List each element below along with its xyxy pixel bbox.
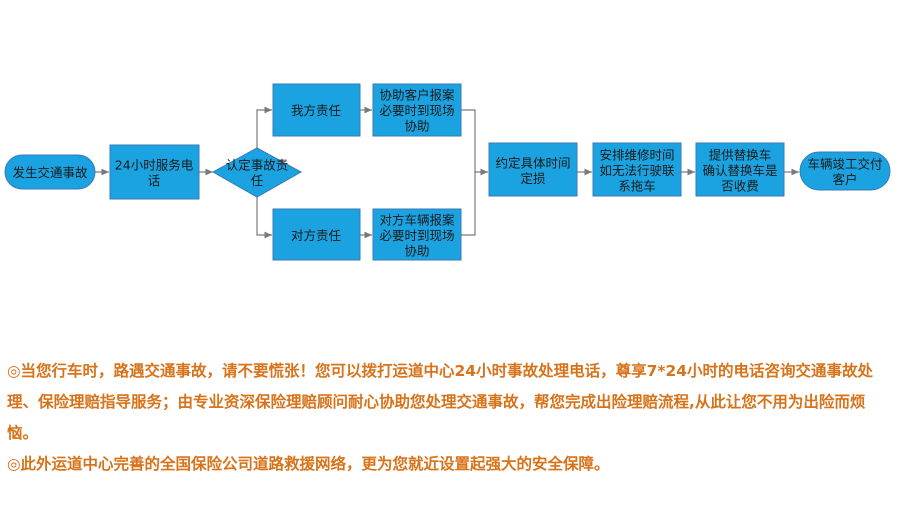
node-label-line: 对方责任 <box>291 228 341 243</box>
connector-report-schedule <box>461 172 476 236</box>
node-label-line: 协助 <box>404 118 429 133</box>
node-label-line: 话 <box>148 172 161 187</box>
node-label-line: 如无法行驶联 <box>599 163 675 178</box>
node-label-line: 24小时服务电 <box>115 157 194 172</box>
node-label-line: 对方车辆报案 <box>379 212 455 227</box>
node-label-line: 系拖车 <box>618 178 656 193</box>
node-assist-report-label: 协助客户报案必要时到现场协助 <box>379 87 455 133</box>
node-label-line: 必要时到现场 <box>379 228 454 243</box>
node-label-line: 提供替换车 <box>709 147 772 162</box>
node-our-fault-label: 我方责任 <box>291 103 341 118</box>
node-label-line: 确认替换车是 <box>702 163 778 178</box>
node-repair-label: 安排维修时间如无法行驶联系拖车 <box>599 147 675 193</box>
node-label-line: 约定具体时间 <box>495 155 570 170</box>
node-schedule-label: 约定具体时间定损 <box>495 155 570 186</box>
node-other-fault-label: 对方责任 <box>291 228 341 243</box>
node-label-line: 车辆竣工交付 <box>807 156 882 171</box>
node-start-label: 发生交通事故 <box>12 165 88 180</box>
connector-decision-our-fault <box>256 106 272 150</box>
connector-assist-schedule <box>461 109 488 176</box>
flow-connectors <box>95 106 799 239</box>
node-label-line: 协助客户报案 <box>379 87 455 102</box>
description-paragraph-1: ◎当您行车时，路遇交通事故，请不要慌张！您可以拨打运道中心24小时事故处理电话，… <box>7 362 874 442</box>
node-label-line: 任 <box>251 172 264 187</box>
node-label-line: 我方责任 <box>291 103 341 118</box>
node-label-line: 协助 <box>404 243 429 258</box>
node-our-fault-shape <box>272 83 361 137</box>
node-label-line: 认定事故责 <box>226 157 289 172</box>
node-hotline-shape <box>109 144 200 200</box>
node-other-report-shape <box>372 208 462 261</box>
node-end-label: 车辆竣工交付客户 <box>807 156 882 187</box>
node-hotline-label: 24小时服务电话 <box>115 157 194 188</box>
node-other-report-label: 对方车辆报案必要时到现场协助 <box>379 212 455 258</box>
service-description: ◎当您行车时，路遇交通事故，请不要慌张！您可以拨打运道中心24小时事故处理电话，… <box>7 356 887 480</box>
node-decision-shape <box>211 147 303 198</box>
node-repair-shape <box>592 142 682 197</box>
node-schedule-shape <box>488 142 578 197</box>
node-label-line: 必要时到现场 <box>379 103 454 118</box>
insurance-claim-flowchart: 发生交通事故 24小时服务电话 认定事故责任 我方责任 协助客户报案必要时到现场… <box>4 83 891 261</box>
node-other-fault-shape <box>272 208 361 261</box>
node-label-line: 否收费 <box>721 178 759 193</box>
connector-decision-other-fault <box>256 195 272 239</box>
node-label-line: 发生交通事故 <box>12 165 88 180</box>
description-paragraph-2: ◎此外运道中心完善的全国保险公司道路救援网络，更为您就近设置起强大的安全保障。 <box>7 455 610 473</box>
node-label-line: 定损 <box>520 170 546 185</box>
node-replacement-shape <box>695 142 785 197</box>
node-decision-label: 认定事故责任 <box>226 157 289 188</box>
node-label-line: 安排维修时间 <box>599 147 674 162</box>
node-end-shape <box>799 151 891 191</box>
node-label-line: 客户 <box>832 171 857 186</box>
node-start-shape <box>4 154 96 190</box>
node-replacement-label: 提供替换车确认替换车是否收费 <box>702 147 778 193</box>
node-assist-report-shape <box>372 83 462 137</box>
